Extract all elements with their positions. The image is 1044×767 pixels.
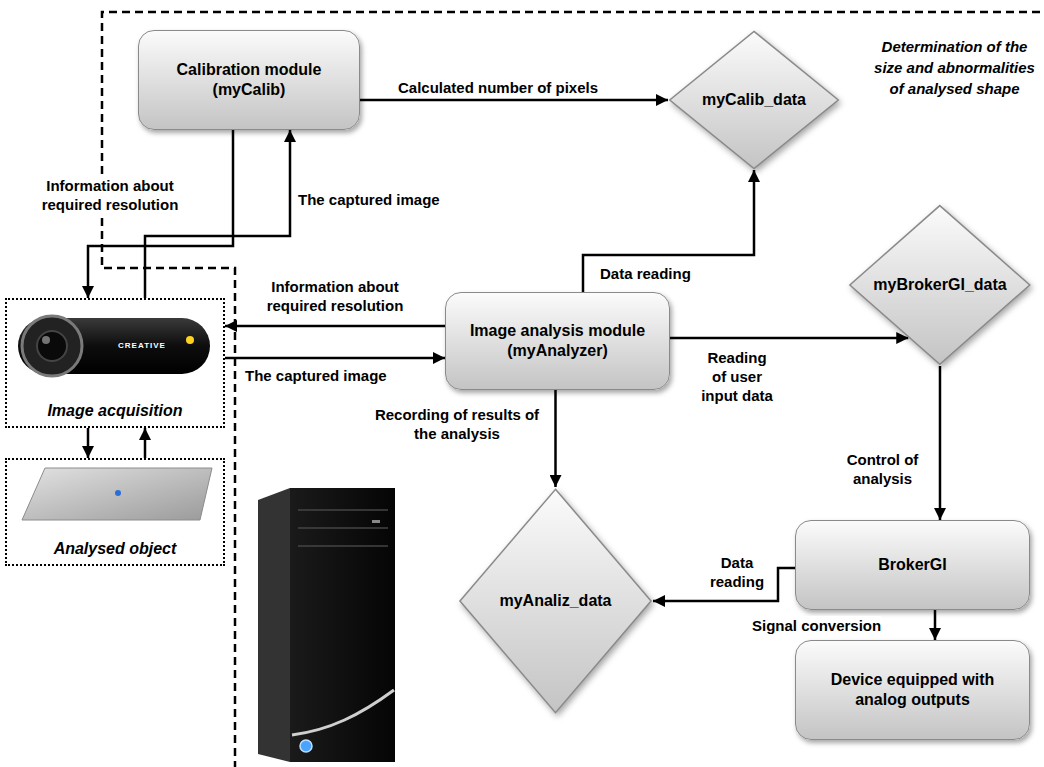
camera-lens-ring (22, 316, 82, 376)
node-text: BrokerGI (807, 555, 1018, 575)
arrow-connector (670, 337, 908, 340)
drive-button (372, 520, 380, 523)
node-text: myAnaliz_data (499, 591, 611, 611)
arrow-connector (145, 130, 290, 298)
camera-led (186, 336, 194, 344)
process-box: Calibration module (myCalib) (138, 30, 360, 130)
tower-front (290, 488, 395, 762)
edge-label: Control of analysis (835, 450, 930, 488)
arrow-connector (583, 170, 754, 292)
arrow-connector (87, 428, 90, 458)
dashed-boundary (102, 12, 1040, 767)
data-diamond: myBrokerGI_data (848, 204, 1032, 366)
edge-label: Recording of results of the analysis (372, 405, 542, 443)
node-text: myCalib_data (702, 90, 806, 110)
edge-label: Information about required resolution (15, 176, 205, 214)
arrow-connector (934, 610, 937, 640)
drive-bay (298, 527, 388, 529)
edge-label: Data reading (600, 264, 691, 283)
node-text: myBrokerGI_data (873, 275, 1006, 295)
object-frame: Analysed object (5, 458, 225, 566)
tower-trim (292, 690, 394, 735)
data-diamond: myAnaliz_data (458, 487, 653, 715)
arrow-connector (225, 357, 445, 360)
node-text: Image acquisition (17, 401, 213, 421)
arrow-connector (939, 366, 942, 520)
plate-mark (115, 490, 121, 496)
arrow-connector (144, 428, 147, 458)
edge-label: The captured image (245, 366, 387, 385)
node-text: Calibration module (myCalib) (150, 60, 348, 100)
tablet-picture (22, 468, 212, 520)
edge-label: Data reading (703, 553, 771, 591)
diamond-shape (670, 31, 839, 168)
arrow-connector (360, 99, 668, 102)
drive-bay (298, 509, 388, 511)
tower-side (258, 488, 290, 762)
brand-mark: CREATIVE (112, 341, 172, 351)
output-box: Device equipped with analog outputs (795, 640, 1030, 740)
edge-label: The captured image (298, 190, 440, 209)
arrow-connector (554, 390, 557, 487)
webcam-picture (18, 316, 210, 376)
node-text: Image analysis module (myAnalyzer) (457, 321, 658, 361)
diamond-shape (460, 489, 651, 712)
power-button (300, 740, 312, 752)
lens-highlight (42, 336, 50, 344)
edge-label: Reading of user input data (700, 348, 774, 405)
node-text: Analysed object (17, 539, 213, 559)
process-box: BrokerGI (795, 520, 1030, 610)
drive-bay (298, 545, 388, 547)
data-diamond: myCalib_data (668, 30, 840, 170)
note-text: Determination of the size and abnormalit… (872, 36, 1037, 99)
edge-label: Information about required resolution (240, 277, 430, 315)
analysed-plate (22, 468, 212, 520)
process-box: Image analysis module (myAnalyzer) (445, 292, 670, 390)
edge-label: Signal conversion (752, 616, 881, 635)
camera-lens (37, 331, 67, 361)
computer-picture (258, 488, 395, 762)
edge-label: Calculated number of pixels (398, 78, 598, 97)
arrow-connector (88, 130, 233, 298)
arrow-connector (225, 325, 445, 328)
diamond-shape (850, 206, 1030, 365)
device-frame: Image acquisition (5, 298, 225, 428)
node-text: Device equipped with analog outputs (807, 670, 1018, 710)
